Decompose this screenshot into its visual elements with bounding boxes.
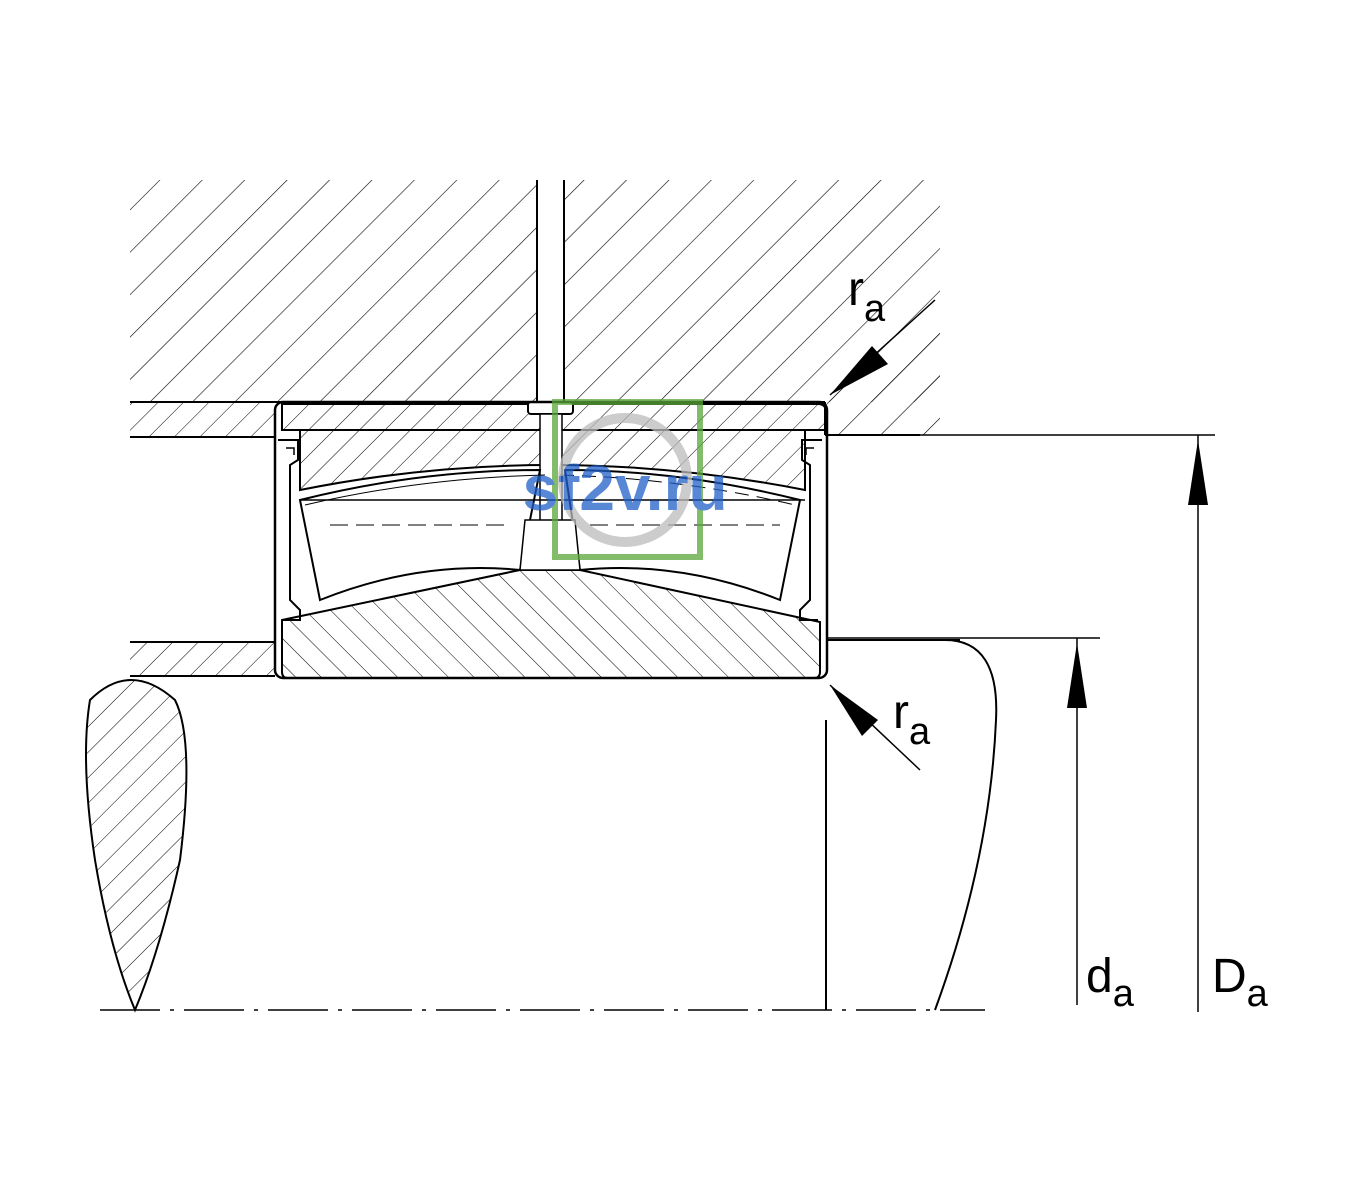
shaft-section [85,679,188,1013]
watermark: sf2v.ru [522,399,728,560]
shaft-spacer [130,641,275,677]
shaft-shoulder [825,639,998,1011]
dimension-Da [828,434,1215,1012]
lubrication-bore [536,180,565,402]
watermark-text: sf2v.ru [522,452,727,524]
label-ra-top: ra [848,263,886,330]
rollers [298,468,805,602]
radius-leader-top [829,299,936,396]
label-ra-bottom: ra [893,686,931,753]
housing [130,180,940,436]
label-da: da [1086,950,1135,1015]
radius-leader-bottom [829,684,921,771]
dimension-da [828,637,1100,1005]
label-Da: Da [1212,950,1269,1015]
housing-spacer [130,402,275,438]
